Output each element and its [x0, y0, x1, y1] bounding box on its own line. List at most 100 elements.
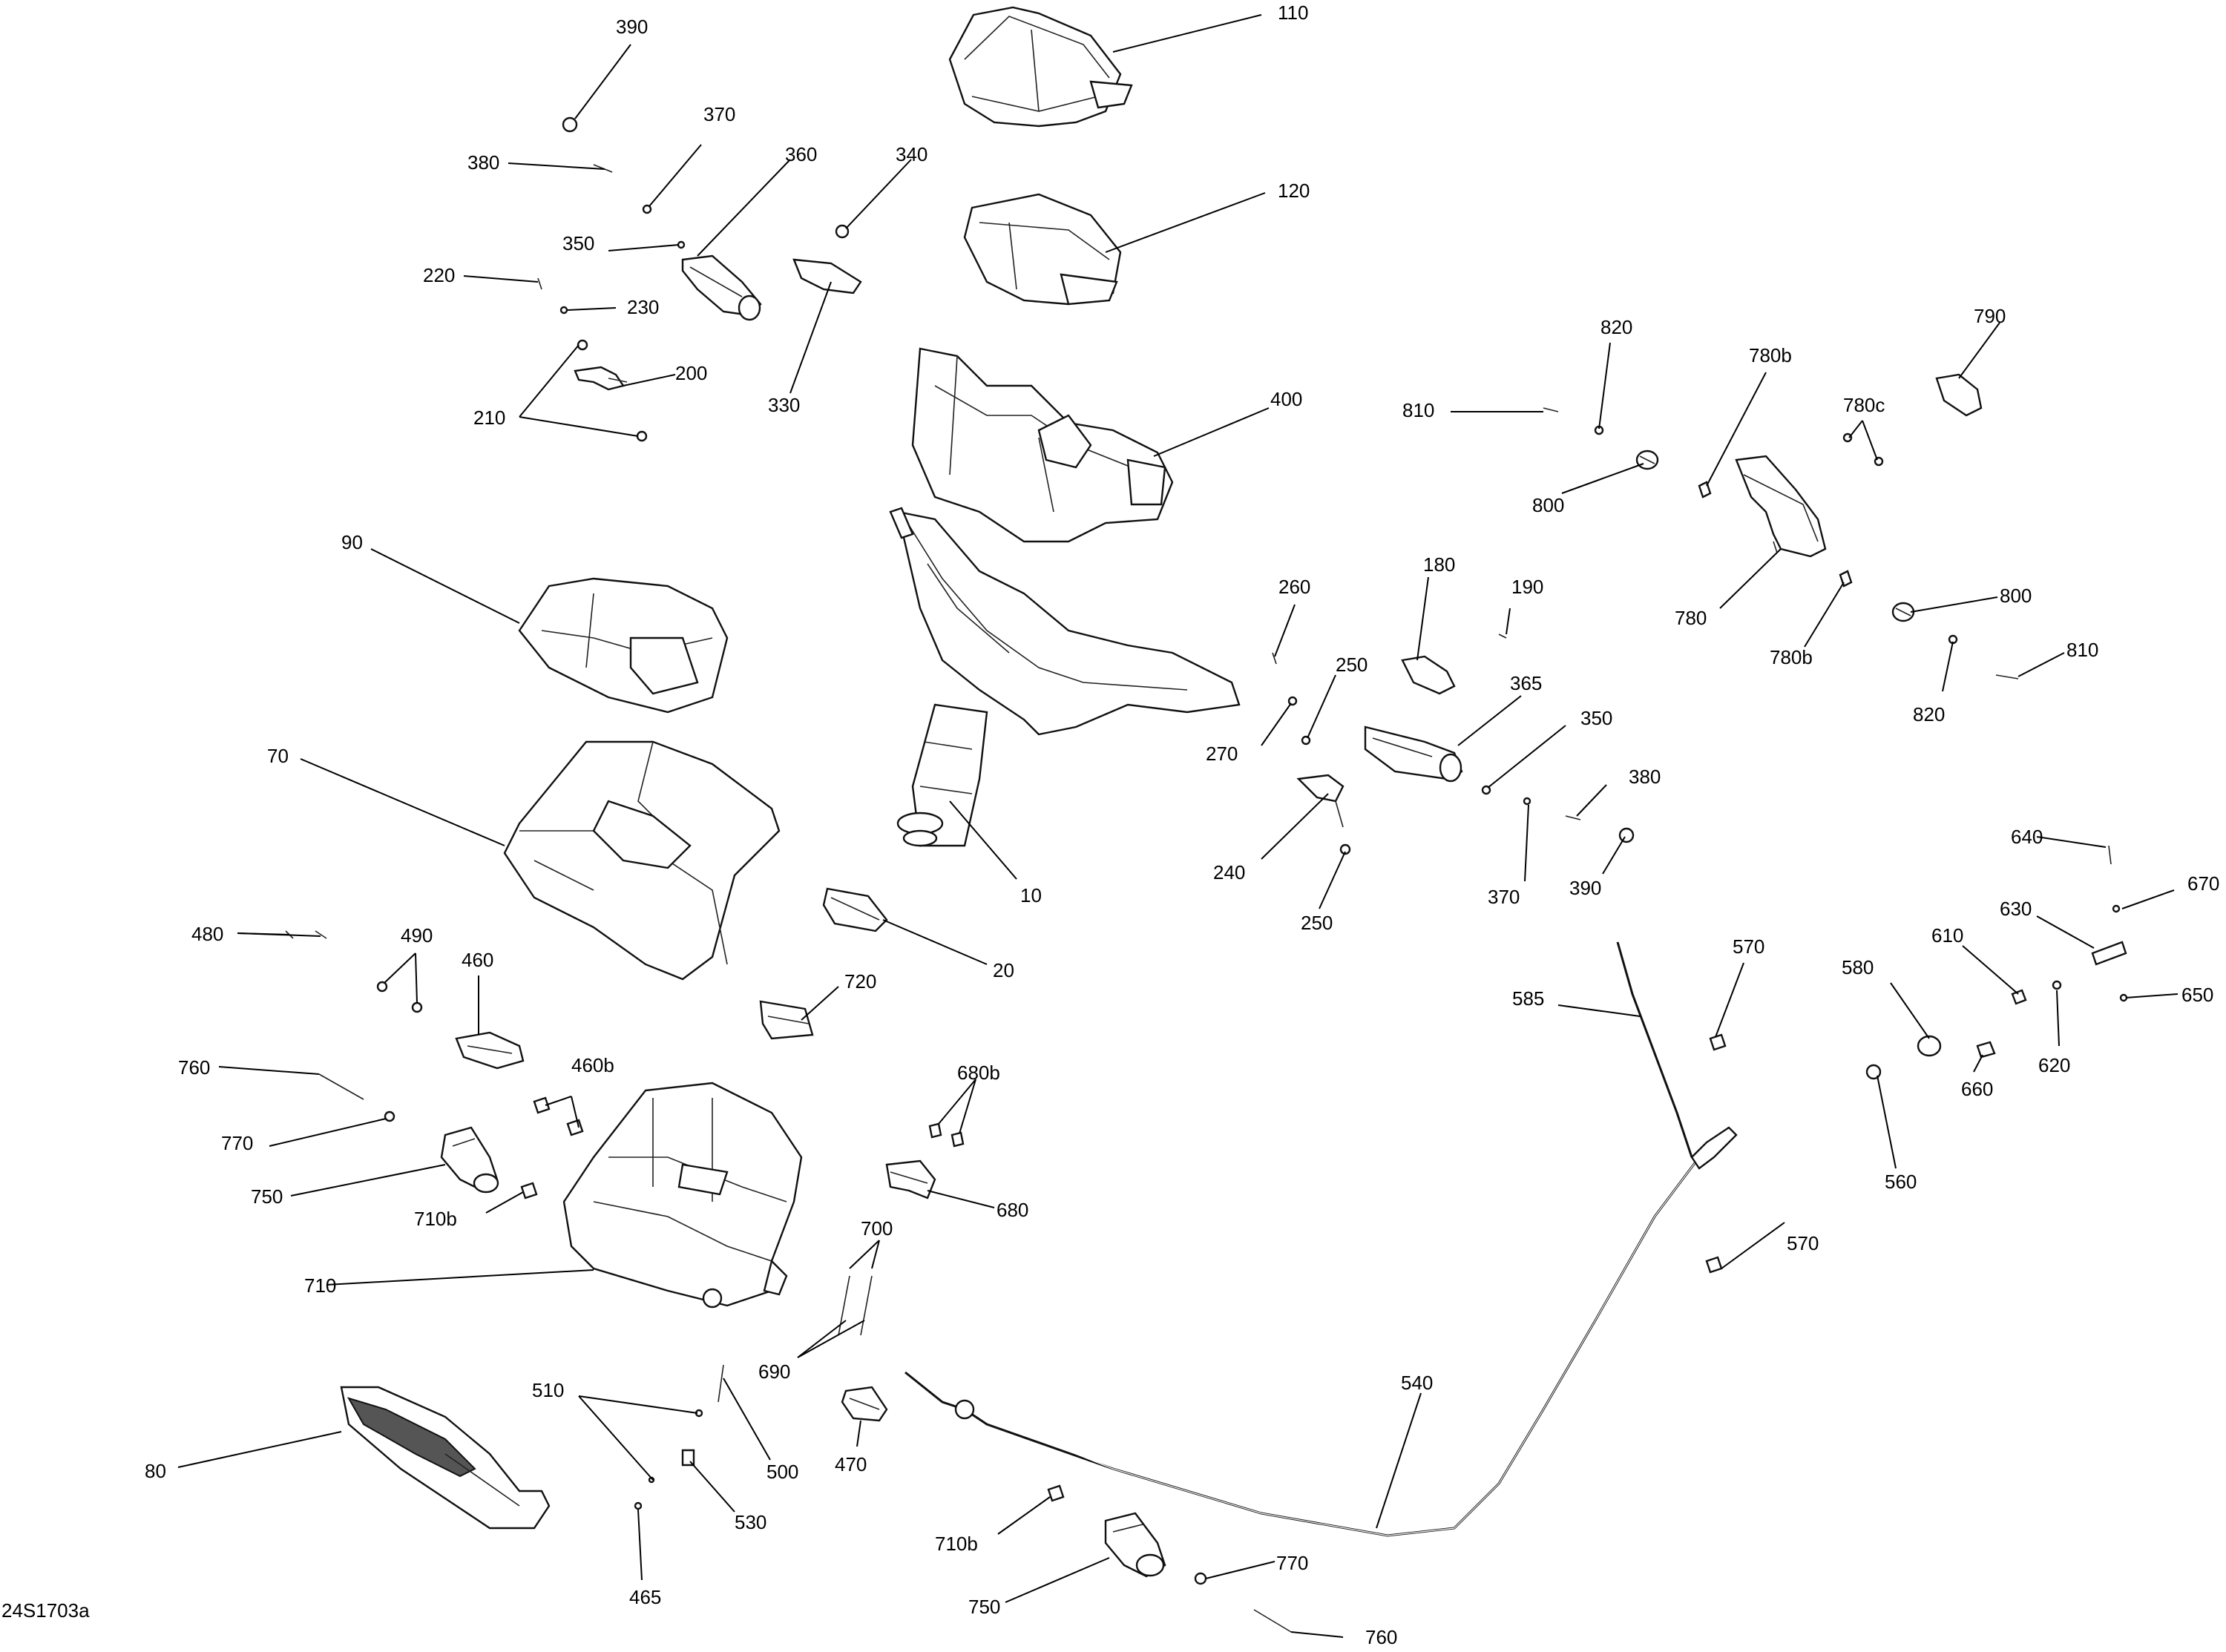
callout-585: 585	[1512, 987, 1544, 1010]
callout-780b-bottom: 780b	[1770, 646, 1813, 668]
callout-labels: 110 120 390 370 380 360 340 350 220 230 …	[145, 1, 2219, 1648]
callout-120: 120	[1278, 180, 1310, 202]
callout-110: 110	[1278, 1, 1308, 24]
callout-390-right: 390	[1569, 877, 1601, 899]
part-110-upper-cover	[948, 6, 1133, 128]
part-10-steering-assembly	[889, 507, 1241, 847]
part-20-clip	[822, 887, 888, 932]
part-200-lever	[574, 366, 628, 391]
callout-540: 540	[1401, 1372, 1433, 1394]
part-470-switch	[841, 1386, 888, 1422]
callout-660: 660	[1961, 1078, 1993, 1100]
callout-780c: 780c	[1843, 394, 1885, 416]
callout-480: 480	[191, 923, 223, 945]
callout-570-bottom: 570	[1787, 1232, 1819, 1254]
callout-770-bottom: 770	[1276, 1552, 1308, 1574]
callout-270: 270	[1206, 743, 1238, 765]
callout-240: 240	[1213, 861, 1245, 883]
callout-750: 750	[251, 1185, 283, 1208]
part-790-module	[1935, 373, 1983, 417]
callout-200: 200	[675, 362, 707, 384]
callout-70: 70	[267, 745, 289, 767]
callout-630: 630	[2000, 898, 2032, 920]
callout-620: 620	[2038, 1054, 2070, 1076]
callout-760: 760	[178, 1056, 210, 1079]
callout-680b: 680b	[957, 1062, 1000, 1084]
part-710-lower-housing	[562, 1082, 803, 1309]
callout-365: 365	[1510, 672, 1542, 694]
part-460-latch	[455, 1031, 525, 1070]
part-120-lower-cover	[963, 193, 1122, 306]
callout-350: 350	[562, 232, 594, 254]
part-360-grip	[681, 254, 762, 321]
callout-190: 190	[1511, 576, 1543, 598]
callout-610: 610	[1931, 924, 1963, 947]
part-70-console	[503, 740, 781, 981]
part-780-housing	[1735, 455, 1827, 558]
part-680-bracket	[885, 1159, 936, 1199]
callout-670: 670	[2187, 872, 2219, 895]
callout-460b: 460b	[571, 1054, 614, 1076]
part-400-handlebar-cover	[911, 347, 1174, 543]
callout-20: 20	[993, 959, 1014, 981]
callout-650: 650	[2181, 984, 2213, 1006]
part-90-storage-tray	[518, 577, 729, 714]
callout-750-bottom: 750	[968, 1596, 1000, 1618]
callout-640: 640	[2011, 826, 2043, 848]
callout-710b: 710b	[414, 1208, 457, 1230]
callout-500: 500	[766, 1461, 798, 1483]
callout-180: 180	[1423, 553, 1455, 576]
callout-580: 580	[1842, 956, 1874, 978]
callout-370: 370	[703, 103, 735, 125]
callout-810-bottom: 810	[2066, 639, 2098, 661]
part-585-cable	[1616, 941, 1693, 1158]
callout-720: 720	[844, 970, 876, 993]
part-180-switch	[1401, 655, 1456, 695]
leader-lines	[177, 14, 2179, 1638]
callout-710b-bottom: 710b	[935, 1533, 978, 1555]
callout-340: 340	[896, 143, 928, 165]
part-580-knob	[1917, 1035, 1942, 1057]
callout-350-right: 350	[1580, 707, 1612, 729]
callout-360: 360	[785, 143, 817, 165]
callout-820-top: 820	[1600, 316, 1632, 338]
callout-390: 390	[616, 16, 648, 38]
callout-370-right: 370	[1488, 886, 1520, 908]
callout-490: 490	[401, 924, 433, 947]
callout-780: 780	[1675, 607, 1707, 629]
callout-560: 560	[1885, 1171, 1917, 1193]
callout-10: 10	[1020, 884, 1042, 906]
part-750-bellows-left	[440, 1126, 499, 1194]
part-800-knob-upper	[1635, 450, 1659, 470]
callout-810-top: 810	[1402, 399, 1434, 421]
callout-210: 210	[473, 407, 505, 429]
callout-220: 220	[423, 264, 455, 286]
callout-260: 260	[1278, 576, 1310, 598]
callout-790: 790	[1974, 305, 2006, 327]
callout-530: 530	[735, 1511, 766, 1533]
callout-330: 330	[768, 394, 800, 416]
callout-460: 460	[462, 949, 493, 971]
part-630-connector	[2091, 941, 2127, 966]
callout-820-bottom: 820	[1913, 703, 1945, 725]
part-365-grip	[1364, 725, 1463, 783]
callout-680: 680	[997, 1199, 1028, 1221]
diagram-id: 24S1703a	[1, 1599, 90, 1622]
part-80-foot-plate	[340, 1386, 551, 1530]
part-540-throttle-cable	[904, 1126, 1738, 1537]
callout-760-bottom: 760	[1365, 1626, 1397, 1648]
callout-700: 700	[861, 1217, 893, 1240]
small-fasteners	[285, 116, 2128, 1633]
callout-690: 690	[758, 1360, 790, 1383]
callout-800-top: 800	[1532, 494, 1564, 516]
part-750-bellows-bottom	[1104, 1512, 1166, 1578]
callout-80: 80	[145, 1460, 166, 1482]
callout-465: 465	[629, 1586, 661, 1608]
part-240-lever	[1296, 774, 1345, 828]
callout-510: 510	[532, 1379, 564, 1401]
callout-780b-top: 780b	[1749, 344, 1792, 366]
part-330-switch-housing	[792, 258, 862, 294]
callout-710: 710	[304, 1274, 336, 1297]
callout-250-bottom: 250	[1301, 912, 1333, 934]
